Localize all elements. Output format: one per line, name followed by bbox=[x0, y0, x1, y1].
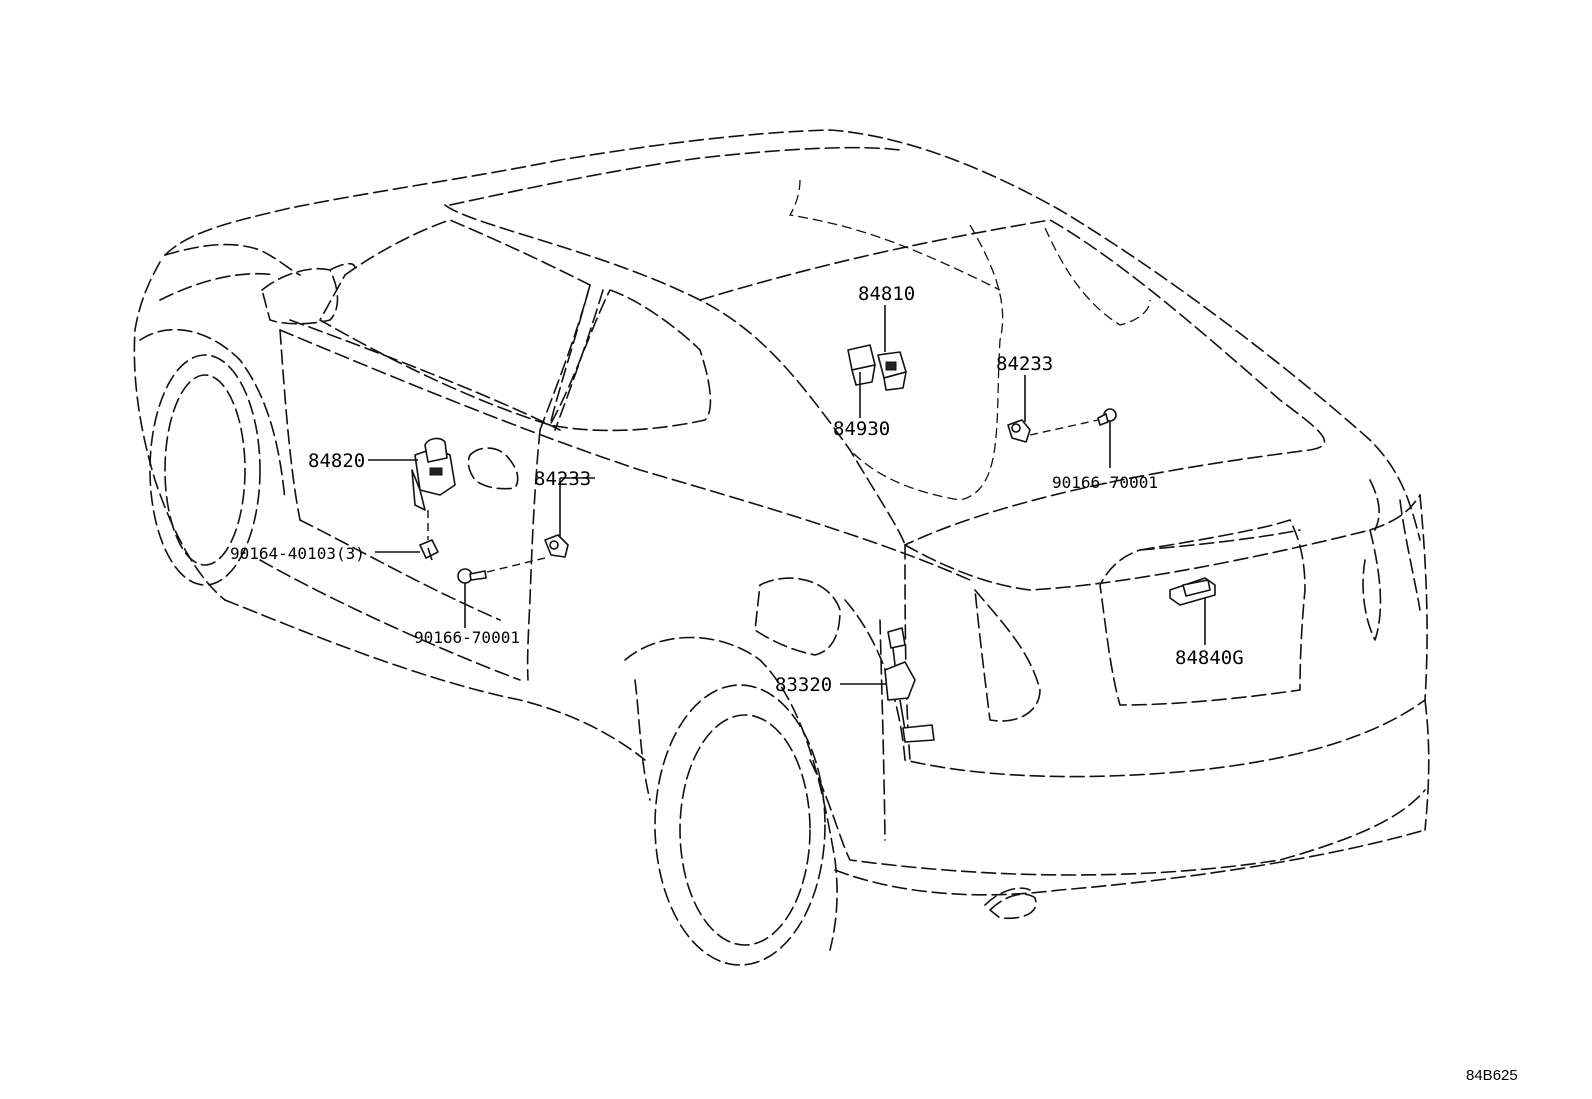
leader-lines bbox=[368, 305, 1206, 685]
label-83320: 83320 bbox=[775, 674, 832, 696]
label-84233-right: 84233 bbox=[996, 353, 1053, 375]
switch-84840G-icon bbox=[1169, 577, 1216, 606]
label-90164: 90164-40103(3) bbox=[230, 544, 365, 563]
screw-left-icon bbox=[457, 568, 487, 584]
switch-84810-84930-icon bbox=[847, 344, 907, 391]
screw-right-icon bbox=[1097, 408, 1117, 426]
label-90166-right: 90166-70001 bbox=[1052, 473, 1158, 492]
courtesy-switch-left-icon bbox=[544, 534, 569, 558]
label-84820: 84820 bbox=[308, 450, 365, 472]
figure-code: 84B625 bbox=[1466, 1067, 1518, 1084]
label-84930: 84930 bbox=[833, 418, 890, 440]
label-90166-left: 90166-70001 bbox=[414, 628, 520, 647]
switch-84820-icon bbox=[411, 437, 456, 511]
car-outline bbox=[133, 129, 1430, 966]
label-84840G: 84840G bbox=[1175, 647, 1244, 669]
courtesy-switch-right-icon bbox=[1007, 419, 1031, 443]
screw-90164-icon bbox=[419, 539, 439, 561]
sender-83320-icon bbox=[884, 627, 935, 743]
label-84810: 84810 bbox=[858, 283, 915, 305]
label-84233-left: 84233 bbox=[534, 468, 591, 490]
